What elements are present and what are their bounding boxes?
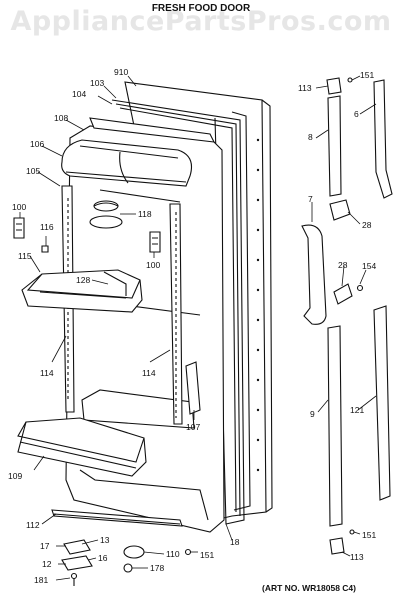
part-label-109: 109 xyxy=(8,471,22,481)
handle-mount-bracket-lower xyxy=(333,283,364,305)
part-label-28-lower: 28 xyxy=(338,260,348,270)
art-number: (ART NO. WR18058 C4) xyxy=(262,583,356,593)
upper-handle-trim xyxy=(327,95,342,197)
inner-door-liner xyxy=(65,125,225,533)
part-label-17: 17 xyxy=(40,541,50,551)
part-label-116: 116 xyxy=(40,222,54,232)
part-label-114-left: 114 xyxy=(40,368,54,378)
part-label-178: 178 xyxy=(150,563,164,573)
part-label-910: 910 xyxy=(114,67,128,77)
part-label-106: 106 xyxy=(30,139,44,149)
lower-handle-trim xyxy=(327,325,343,527)
door-handle xyxy=(301,224,327,325)
part-label-105: 105 xyxy=(26,166,40,176)
part-label-118: 118 xyxy=(138,209,152,219)
screw-151 xyxy=(184,548,192,556)
part-label-115: 115 xyxy=(18,251,32,261)
diagram-title: FRESH FOOD DOOR xyxy=(151,3,251,14)
upper-door-bin xyxy=(21,269,143,313)
part-label-9: 9 xyxy=(310,409,315,419)
watermark-text: AppliancePartsPros.com xyxy=(10,6,392,37)
part-label-110: 110 xyxy=(166,549,180,559)
part-label-151-top: 151 xyxy=(360,70,374,80)
part-label-121: 121 xyxy=(350,405,364,415)
part-label-108: 108 xyxy=(54,113,68,123)
top-hinge-cover xyxy=(326,77,353,95)
part-label-112: 112 xyxy=(26,520,40,530)
stud-clip xyxy=(41,245,49,253)
handle-cap-upper xyxy=(373,79,393,199)
hinge-bracket-left xyxy=(13,217,25,239)
part-label-107: 107 xyxy=(186,422,200,432)
part-label-100-right: 100 xyxy=(146,260,160,270)
part-label-181: 181 xyxy=(34,575,48,585)
part-label-154: 154 xyxy=(362,261,376,271)
part-label-114-right: 114 xyxy=(142,368,156,378)
part-label-151-bottom: 151 xyxy=(200,550,214,560)
bottom-hinge-cover xyxy=(329,529,355,555)
egg-tray xyxy=(89,200,123,229)
part-label-13: 13 xyxy=(100,535,110,545)
part-label-8: 8 xyxy=(308,132,313,142)
part-label-104: 104 xyxy=(72,89,86,99)
part-label-6: 6 xyxy=(354,109,359,119)
door-stop-bracket xyxy=(185,361,201,415)
part-label-100-left: 100 xyxy=(12,202,26,212)
part-label-12: 12 xyxy=(42,559,52,569)
hinge-bracket-right xyxy=(149,231,161,253)
part-label-128: 128 xyxy=(76,275,90,285)
lower-door-bin xyxy=(17,417,147,477)
part-label-151-right: 151 xyxy=(362,530,376,540)
hinge-plate-assembly xyxy=(61,539,93,586)
bottom-trim-strip xyxy=(51,509,183,527)
part-label-16: 16 xyxy=(98,553,108,563)
part-label-113-top: 113 xyxy=(298,83,312,93)
part-label-103: 103 xyxy=(90,78,104,88)
shelf-rail-right xyxy=(169,203,183,425)
part-label-7: 7 xyxy=(308,194,313,204)
part-label-28-upper: 28 xyxy=(362,220,372,230)
part-label-113-bottom: 113 xyxy=(350,552,364,562)
handle-cap-lower xyxy=(373,305,391,501)
dairy-compartment-cover xyxy=(61,117,215,187)
part-label-18: 18 xyxy=(230,537,240,547)
handle-mount-bracket-upper xyxy=(329,199,351,221)
